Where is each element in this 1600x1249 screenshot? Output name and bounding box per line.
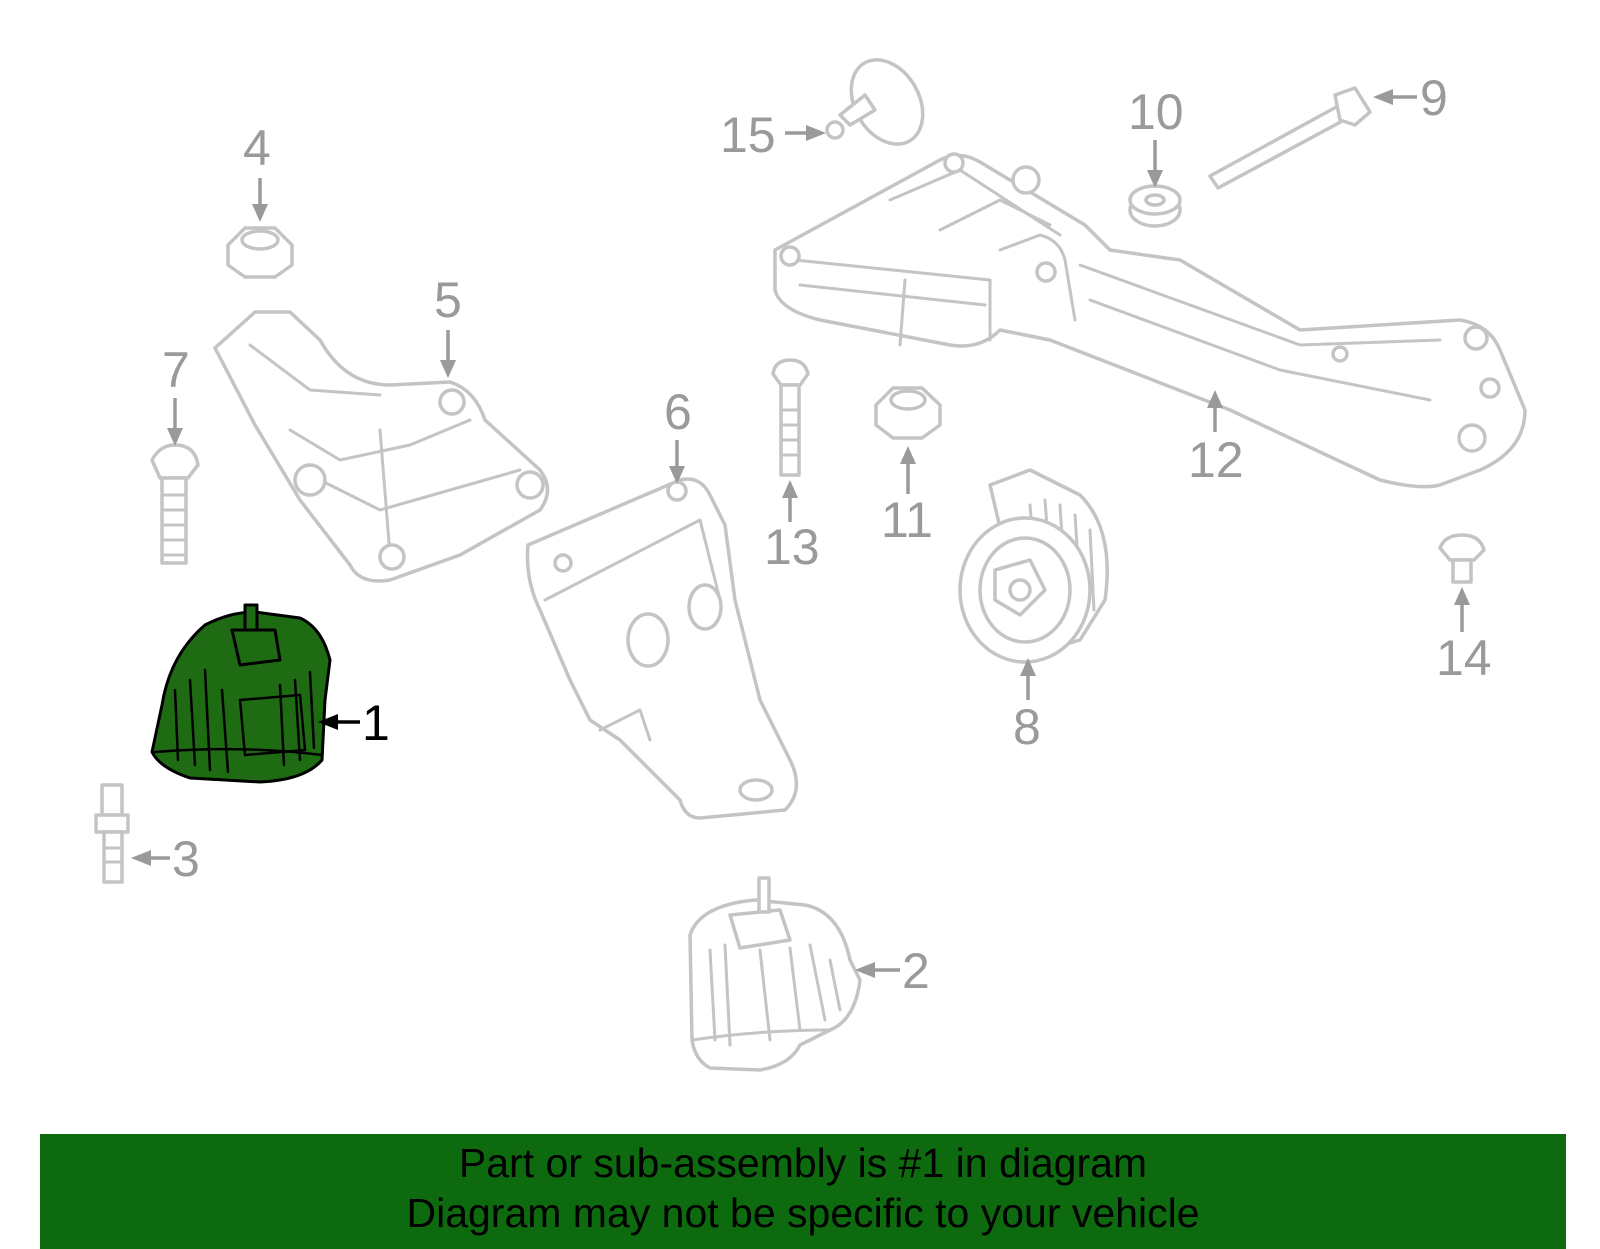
callout-3: 3 bbox=[172, 831, 200, 887]
part-14-bolt[interactable] bbox=[1438, 533, 1486, 584]
part-9-bolt[interactable] bbox=[1208, 86, 1372, 190]
part-7-bolt[interactable] bbox=[150, 443, 200, 565]
info-banner: Part or sub-assembly is #1 in diagram Di… bbox=[40, 1134, 1566, 1249]
part-3-stud[interactable] bbox=[94, 783, 130, 884]
callout-numbers: 1 2 3 4 5 6 7 8 9 10 11 12 13 14 15 bbox=[162, 70, 1492, 999]
callout-11: 11 bbox=[881, 492, 933, 548]
callout-9: 9 bbox=[1420, 70, 1448, 126]
part-2-engine-mount[interactable] bbox=[688, 876, 862, 1072]
part-11-nut[interactable] bbox=[874, 386, 942, 440]
callout-6: 6 bbox=[664, 384, 692, 440]
part-5-bracket[interactable] bbox=[213, 310, 550, 583]
part-12-subframe[interactable] bbox=[773, 152, 1527, 489]
part-15-mount-cap[interactable] bbox=[825, 47, 937, 157]
part-10-washer[interactable] bbox=[1128, 184, 1182, 228]
callout-13: 13 bbox=[764, 519, 820, 575]
callout-4: 4 bbox=[243, 120, 271, 176]
callout-leaders bbox=[131, 89, 1470, 978]
part-8-transmission-mount[interactable] bbox=[958, 468, 1109, 664]
part-6-bracket[interactable] bbox=[525, 477, 799, 820]
callout-1: 1 bbox=[362, 695, 390, 751]
callout-12: 12 bbox=[1188, 432, 1244, 488]
callout-5: 5 bbox=[434, 272, 462, 328]
callout-15: 15 bbox=[720, 107, 776, 163]
callout-7: 7 bbox=[162, 342, 190, 398]
banner-line-1: Part or sub-assembly is #1 in diagram bbox=[458, 1140, 1148, 1186]
part-1-engine-mount-highlighted[interactable] bbox=[150, 603, 332, 784]
callout-14: 14 bbox=[1436, 630, 1492, 686]
part-4-nut[interactable] bbox=[226, 226, 294, 279]
callout-2: 2 bbox=[902, 943, 930, 999]
banner-line-2: Diagram may not be specific to your vehi… bbox=[406, 1190, 1200, 1236]
callout-8: 8 bbox=[1013, 699, 1041, 755]
callout-10: 10 bbox=[1128, 84, 1184, 140]
part-13-bolt[interactable] bbox=[771, 358, 810, 477]
